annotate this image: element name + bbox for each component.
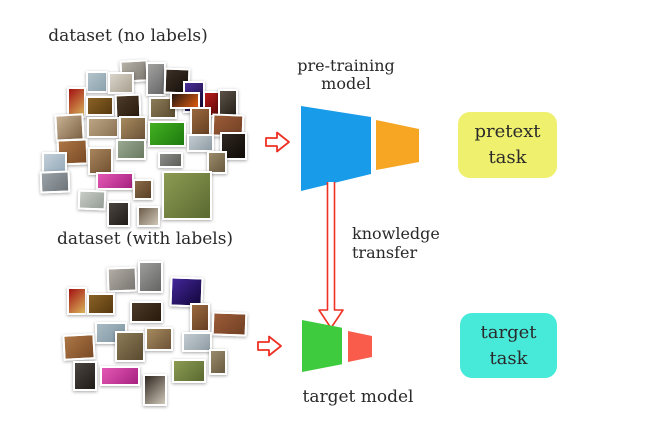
photo-thumbnail — [87, 293, 115, 315]
knowledge-transfer-label-line2: transfer — [352, 243, 418, 262]
photo-thumbnail — [211, 113, 245, 138]
photo-thumbnail — [190, 107, 211, 136]
knowledge-transfer-arrow-icon — [318, 182, 344, 329]
photo-thumbnail — [220, 132, 247, 160]
photo-thumbnail — [100, 366, 140, 386]
photo-thumbnail — [86, 96, 114, 116]
photo-thumbnail — [218, 89, 238, 118]
photo-thumbnail — [211, 311, 248, 337]
pretrain-head-trapezoid — [376, 120, 419, 170]
photo-thumbnail — [183, 81, 205, 113]
photo-thumbnail — [162, 171, 212, 220]
photo-thumbnail — [95, 322, 127, 344]
right-block-arrow-icon — [265, 131, 290, 153]
photo-thumbnail — [207, 151, 227, 174]
photo-thumbnail — [137, 206, 160, 227]
photo-thumbnail — [96, 172, 134, 190]
target-task-label-line2: task — [489, 347, 528, 369]
photo-thumbnail — [148, 121, 186, 147]
knowledge-transfer-label-line1: knowledge — [352, 224, 440, 243]
photo-thumbnail — [172, 359, 206, 383]
photo-thumbnail — [62, 333, 96, 361]
photo-thumbnail — [77, 189, 107, 211]
photo-thumbnail — [203, 91, 221, 117]
photo-thumbnail — [119, 59, 149, 83]
right-block-arrow-icon — [257, 335, 282, 357]
dataset-unlabeled-label: dataset (no labels) — [48, 26, 208, 46]
dataset-labeled-label: dataset (with labels) — [56, 229, 234, 249]
photo-thumbnail — [209, 349, 227, 375]
pretext-task-label-line1: pretext — [474, 121, 541, 142]
target-model-label: target model — [302, 387, 414, 407]
photo-thumbnail — [149, 97, 177, 119]
target-task-box: target task — [460, 313, 557, 378]
photo-thumbnail — [54, 113, 85, 142]
photo-thumbnail — [88, 147, 113, 175]
photo-thumbnail — [169, 276, 204, 308]
knowledge-transfer-label: knowledge transfer — [352, 224, 462, 262]
pretrain-encoder-trapezoid — [301, 106, 371, 191]
photo-thumbnail — [116, 139, 146, 160]
photo-thumbnail — [73, 361, 97, 391]
photo-thumbnail — [182, 332, 212, 352]
photo-thumbnail — [130, 301, 163, 323]
photo-thumbnail — [133, 179, 153, 200]
photo-thumbnail — [119, 116, 147, 141]
photo-thumbnail — [187, 134, 214, 152]
photo-thumbnail — [158, 152, 183, 168]
photo-thumbnail — [108, 72, 134, 94]
photo-thumbnail — [143, 374, 167, 406]
photo-thumbnail — [145, 327, 173, 351]
photo-thumbnail — [107, 201, 130, 227]
photo-thumbnail — [67, 287, 87, 315]
photo-thumbnail — [106, 266, 138, 293]
photo-thumbnail — [190, 303, 210, 332]
pretraining-model-label-line2: model — [321, 74, 371, 93]
photo-thumbnail — [87, 117, 119, 138]
pretext-task-label-line2: task — [488, 147, 527, 168]
pretext-task-box: pretext task — [458, 112, 557, 178]
photo-thumbnail — [146, 62, 166, 96]
target-head-trapezoid — [348, 331, 372, 362]
photo-thumbnail — [115, 331, 145, 362]
photo-thumbnail — [114, 93, 142, 122]
photo-thumbnail — [56, 138, 89, 166]
photo-thumbnail — [42, 152, 67, 175]
photo-thumbnail — [163, 67, 191, 95]
photo-thumbnail — [138, 261, 163, 293]
photo-thumbnail — [39, 170, 71, 194]
photo-thumbnail — [67, 87, 86, 118]
photo-thumbnail — [170, 92, 200, 109]
pretraining-model-label-line1: pre-training — [297, 56, 395, 75]
target-task-label-line1: target — [480, 321, 537, 343]
pretraining-model-label: pre-training model — [286, 57, 406, 93]
photo-thumbnail — [86, 71, 108, 93]
target-encoder-trapezoid — [302, 320, 342, 372]
